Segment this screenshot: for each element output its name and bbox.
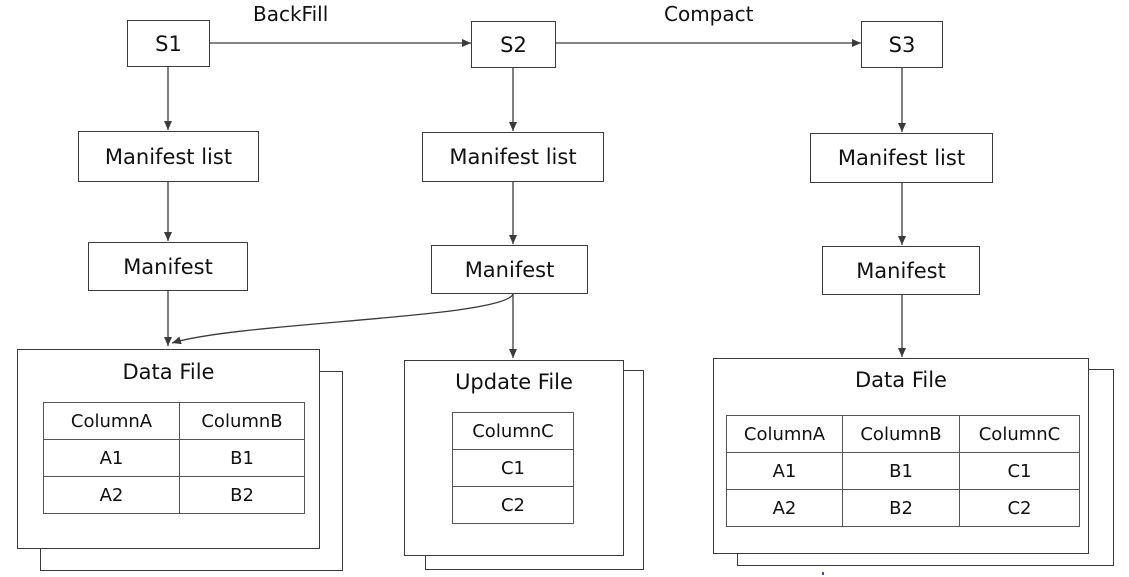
table-cell: B1 [179,439,305,477]
table-row: A2 B2 [43,476,305,514]
table-header-row: ColumnC [452,412,574,450]
manifest-s2: Manifest [431,245,588,294]
update-file-table: ColumnC C1 C2 [452,412,574,524]
file-title: Data File [122,360,215,384]
data-file-1: Data File ColumnA ColumnB A1 B1 A2 B2 [17,349,320,549]
table-row: C1 [452,449,574,487]
file-title: Update File [455,370,573,394]
table-cell: C2 [452,486,574,524]
table-row: A2 B2 C2 [726,489,1080,527]
data-file-1-table: ColumnA ColumnB A1 B1 A2 B2 [43,402,305,514]
table-row: A1 B1 C1 [726,452,1080,490]
column-header: ColumnA [43,402,180,440]
table-cell: B2 [842,489,960,527]
transition-label-backfill: BackFill [253,2,329,26]
table-cell: C1 [959,452,1080,490]
table-cell: B2 [179,476,305,514]
column-header: ColumnC [959,415,1080,453]
table-row: C2 [452,486,574,524]
manifest-list-s1: Manifest list [78,131,259,182]
table-cell: C2 [959,489,1080,527]
column-header: ColumnA [726,415,843,453]
stray-mark [822,572,824,575]
snapshot-s3: S3 [861,21,943,68]
table-row: A1 B1 [43,439,305,477]
data-file-3-table: ColumnA ColumnB ColumnC A1 B1 C1 A2 B2 C… [726,415,1080,527]
table-cell: C1 [452,449,574,487]
table-cell: A2 [726,489,843,527]
table-cell: A1 [43,439,180,477]
table-cell: B1 [842,452,960,490]
snapshot-s1: S1 [127,20,210,67]
manifest-s1: Manifest [88,242,248,291]
data-file-3: Data File ColumnA ColumnB ColumnC A1 B1 … [713,358,1089,554]
update-file: Update File ColumnC C1 C2 [404,360,624,556]
transition-label-compact: Compact [664,2,754,26]
manifest-s3: Manifest [822,246,980,295]
table-cell: A2 [43,476,180,514]
table-header-row: ColumnA ColumnB [43,402,305,440]
snapshot-s2: S2 [471,21,556,68]
manifest-list-s3: Manifest list [810,133,993,183]
table-cell: A1 [726,452,843,490]
column-header: ColumnB [842,415,960,453]
table-header-row: ColumnA ColumnB ColumnC [726,415,1080,453]
edge-s2-manifest-to-data-file [171,293,514,345]
file-title: Data File [855,368,947,392]
column-header: ColumnC [452,412,574,450]
manifest-list-s2: Manifest list [422,132,604,182]
column-header: ColumnB [179,402,305,440]
